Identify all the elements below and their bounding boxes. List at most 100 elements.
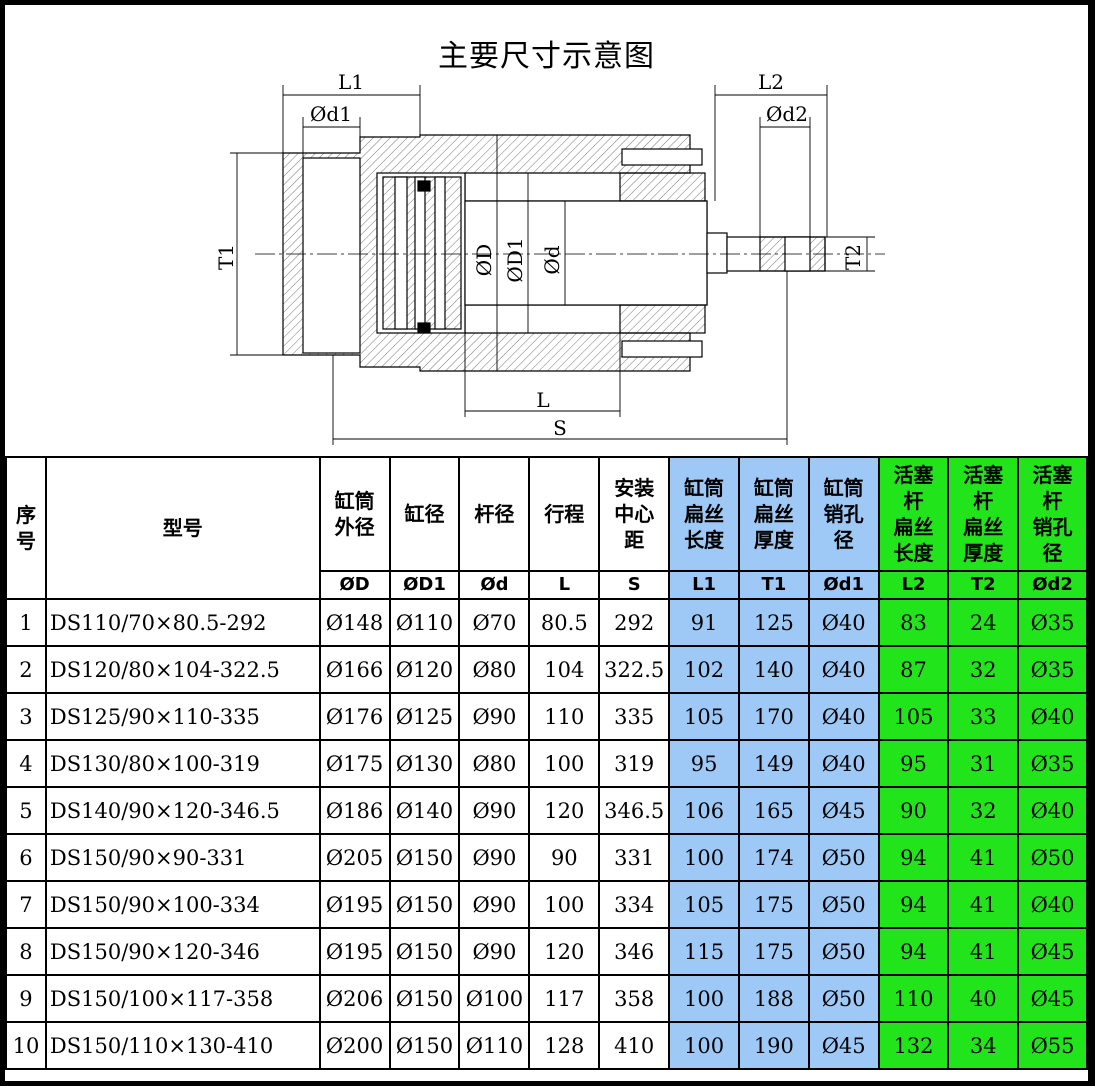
header-col-center: 安装中心距	[598, 456, 671, 572]
header-line: 厚度	[963, 540, 1004, 565]
cell-col-rod: Ø80	[458, 645, 531, 694]
cell-col-l1: 100	[668, 833, 740, 882]
subheader-col-bore: ØD1	[388, 569, 461, 601]
header-line: 行程	[544, 501, 585, 526]
header-line: 长度	[684, 527, 725, 552]
cell-col-t2: 33	[947, 692, 1020, 741]
header-line: 缸筒	[334, 488, 375, 513]
header-line: 销孔	[823, 501, 864, 526]
header-col-l2: 活塞杆扁丝长度	[877, 456, 950, 572]
header-line: 径	[833, 527, 854, 552]
header-line: 扁丝	[753, 501, 794, 526]
header-line: 活塞	[1032, 462, 1073, 487]
cell-col-bore: Ø150	[388, 974, 461, 1023]
header-line: 杆	[973, 488, 994, 513]
cell-col-bore: Ø110	[388, 598, 461, 647]
cell-col-barrel-od: Ø148	[318, 598, 391, 647]
cell-col-l1: 91	[668, 598, 740, 647]
header-line: 缸径	[404, 501, 445, 526]
cell-col-d2: Ø35	[1017, 645, 1088, 694]
cell-col-barrel-od: Ø205	[318, 833, 391, 882]
cell-col-index: 2	[5, 645, 47, 694]
cell-col-rod: Ø70	[458, 598, 531, 647]
cell-col-center: 358	[598, 974, 671, 1023]
cell-col-t2: 32	[947, 786, 1020, 835]
page-title: 主要尺寸示意图	[438, 39, 655, 74]
subheader-col-t1: T1	[737, 569, 810, 601]
cell-col-t2: 40	[947, 974, 1020, 1023]
cell-col-l1: 100	[668, 974, 740, 1023]
cell-col-t1: 170	[737, 692, 810, 741]
document-frame: 主要尺寸示意图	[5, 5, 1088, 1081]
header-col-t2: 活塞杆扁丝厚度	[947, 456, 1020, 572]
label-L1: L1	[338, 70, 364, 94]
subheader-col-t2: T2	[947, 569, 1020, 601]
spec-table: 序号型号缸筒外径缸径杆径行程安装中心距缸筒扁丝长度缸筒扁丝厚度缸筒销孔径活塞杆扁…	[5, 456, 1088, 1070]
subheader-col-barrel-od: ØD	[318, 569, 391, 601]
cell-col-model: DS110/70×80.5-292	[44, 598, 321, 647]
cell-col-d2: Ø40	[1017, 880, 1088, 929]
header-col-l1: 缸筒扁丝长度	[668, 456, 740, 572]
header-line: 活塞	[963, 462, 1004, 487]
header-line: 距	[624, 527, 645, 552]
cell-col-d1: Ø50	[807, 974, 880, 1023]
cell-col-l1: 105	[668, 880, 740, 929]
cell-col-center: 410	[598, 1021, 671, 1070]
cell-col-l1: 95	[668, 739, 740, 788]
header-line: 厚度	[753, 527, 794, 552]
cell-col-t2: 41	[947, 927, 1020, 976]
cell-col-d1: Ø40	[807, 692, 880, 741]
cell-col-t2: 32	[947, 645, 1020, 694]
header-line: 缸筒	[684, 475, 725, 500]
cell-col-center: 346	[598, 927, 671, 976]
label-d2: Ød2	[766, 102, 808, 126]
cell-col-d2: Ø45	[1017, 974, 1088, 1023]
header-line: 活塞	[893, 462, 934, 487]
cell-col-d2: Ø40	[1017, 692, 1088, 741]
cell-col-t1: 125	[737, 598, 810, 647]
cell-col-l2: 132	[877, 1021, 950, 1070]
cell-col-bore: Ø140	[388, 786, 461, 835]
cell-col-center: 322.5	[598, 645, 671, 694]
bore-opening	[302, 157, 361, 354]
cell-col-model: DS150/90×90-331	[44, 833, 321, 882]
header-col-bore: 缸径	[388, 456, 461, 572]
cell-col-model: DS150/110×130-410	[44, 1021, 321, 1070]
cell-col-model: DS150/100×117-358	[44, 974, 321, 1023]
cell-col-rod: Ø100	[458, 974, 531, 1023]
cell-col-t2: 34	[947, 1021, 1020, 1070]
cell-col-d1: Ø45	[807, 786, 880, 835]
cell-col-index: 3	[5, 692, 47, 741]
cell-col-index: 7	[5, 880, 47, 929]
subheader-col-rod: Ød	[458, 569, 531, 601]
header-line: 杆	[1042, 488, 1063, 513]
cell-col-stroke: 90	[528, 833, 601, 882]
cell-col-stroke: 80.5	[528, 598, 601, 647]
cell-col-center: 346.5	[598, 786, 671, 835]
cell-col-d1: Ø45	[807, 1021, 880, 1070]
cell-col-d2: Ø35	[1017, 598, 1088, 647]
cell-col-l1: 102	[668, 645, 740, 694]
cell-col-l2: 110	[877, 974, 950, 1023]
cell-col-t1: 175	[737, 927, 810, 976]
diagram-area: 主要尺寸示意图	[5, 5, 1088, 450]
cell-col-l1: 106	[668, 786, 740, 835]
cell-col-index: 10	[5, 1021, 47, 1070]
cell-col-l1: 105	[668, 692, 740, 741]
gland-top	[619, 172, 706, 202]
cell-col-l2: 94	[877, 880, 950, 929]
header-col-model: 型号	[44, 456, 321, 600]
label-D: ØD	[472, 244, 496, 276]
cell-col-bore: Ø150	[388, 1021, 461, 1070]
cell-col-stroke: 100	[528, 880, 601, 929]
header-col-stroke: 行程	[528, 456, 601, 572]
table-body: 序号型号缸筒外径缸径杆径行程安装中心距缸筒扁丝长度缸筒扁丝厚度缸筒销孔径活塞杆扁…	[5, 456, 1088, 1070]
cell-col-bore: Ø130	[388, 739, 461, 788]
cell-col-index: 8	[5, 927, 47, 976]
